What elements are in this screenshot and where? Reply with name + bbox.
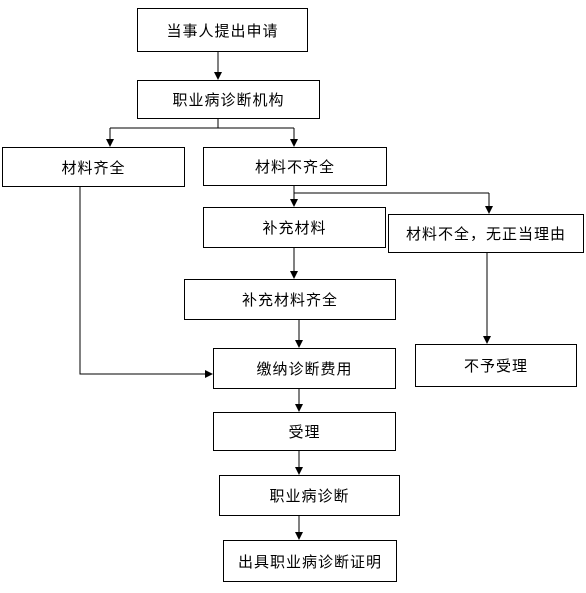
node-accept-label: 受理	[288, 423, 321, 441]
node-reject: 不予受理	[415, 344, 577, 387]
node-accept: 受理	[213, 412, 396, 451]
node-diagnosis-label: 职业病诊断	[269, 487, 350, 505]
node-no-reason-label: 材料不全，无正当理由	[405, 225, 566, 243]
node-reject-label: 不予受理	[463, 357, 528, 375]
node-institution: 职业病诊断机构	[137, 80, 320, 119]
node-complete: 材料齐全	[2, 147, 185, 187]
node-apply: 当事人提出申请	[137, 8, 308, 52]
node-institution-label: 职业病诊断机构	[172, 91, 285, 109]
node-supplement-complete: 补充材料齐全	[184, 279, 396, 320]
node-supplement: 补充材料	[203, 207, 386, 248]
node-supplement-complete-label: 补充材料齐全	[241, 291, 338, 309]
node-certificate-label: 出具职业病诊断证明	[237, 552, 382, 571]
node-incomplete: 材料不齐全	[203, 147, 387, 186]
node-apply-label: 当事人提出申请	[166, 21, 279, 40]
node-pay-fee-label: 缴纳诊断费用	[256, 360, 353, 378]
node-certificate: 出具职业病诊断证明	[223, 540, 397, 582]
node-no-reason: 材料不全，无正当理由	[388, 214, 584, 253]
node-supplement-label: 补充材料	[262, 219, 327, 237]
arrow-complete-to-pay	[79, 187, 213, 378]
node-pay-fee: 缴纳诊断费用	[213, 348, 396, 389]
node-incomplete-label: 材料不齐全	[254, 158, 335, 176]
node-complete-label: 材料齐全	[61, 158, 126, 177]
node-diagnosis: 职业病诊断	[219, 475, 400, 516]
